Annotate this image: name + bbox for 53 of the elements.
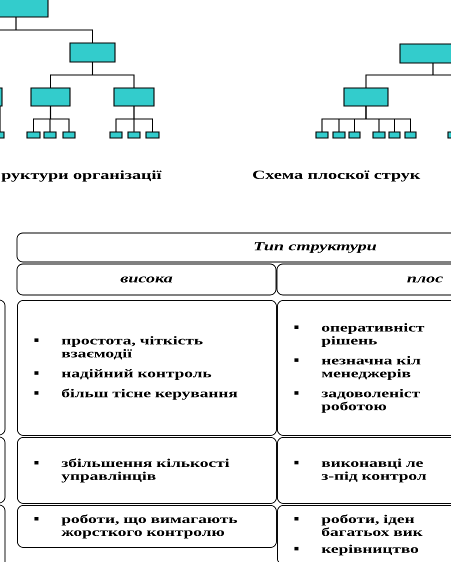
bullet-item: надійний контроль: [34, 368, 212, 380]
bullet-item: роботи, що вимагають жорсткого контролю: [34, 514, 238, 538]
bullet-item: незначна кіл менеджерів: [294, 356, 420, 380]
org-chart-box: [0, 131, 5, 139]
bullet-item: простота, чіткість взаємодії: [34, 336, 203, 360]
table-cell: [17, 300, 277, 436]
table-cell: [17, 437, 277, 504]
connector-line: [365, 106, 412, 132]
org-chart-box: [404, 131, 417, 139]
bullet-item: оперативніст рішень: [294, 323, 424, 347]
header-cell: плос: [276, 264, 451, 296]
org-chart-box: [332, 131, 346, 139]
table-cell: [0, 300, 6, 436]
bullet-item: задоволеніст роботою: [294, 388, 420, 413]
org-chart-box: [447, 131, 451, 139]
header-cell: Тип структури: [16, 232, 451, 262]
org-chart-box: [399, 43, 451, 64]
org-chart-box: [145, 131, 160, 139]
caption: Схема плоскої струк: [253, 170, 420, 182]
table-cell: [0, 436, 6, 504]
caption: руктури організації: [1, 170, 162, 182]
org-chart-box: [26, 131, 41, 139]
org-chart-box: [0, 0, 49, 18]
table-cell: [0, 504, 6, 562]
org-chart-box: [388, 131, 401, 139]
org-chart-box: [113, 87, 155, 107]
connector-line: [0, 106, 1, 132]
org-chart-box: [315, 131, 329, 139]
header-cell: висока: [16, 264, 276, 296]
connector-line: [50, 106, 70, 132]
org-chart-box: [109, 131, 123, 139]
org-chart-box: [127, 131, 141, 139]
connector-line: [92, 62, 135, 88]
bullet-item: роботи, іден багатьох вик: [294, 514, 423, 536]
bullet-item: керівництво: [294, 544, 418, 556]
bullet-item: збільшення кількості управлінців: [34, 458, 230, 482]
org-chart-box: [43, 131, 57, 139]
connector-line: [365, 64, 434, 88]
bullet-item: виконавці ле з-під контрол: [294, 458, 426, 482]
bullet-item: більш тісне керування: [34, 388, 238, 400]
org-chart-box: [0, 87, 3, 107]
org-chart-box: [372, 131, 386, 139]
org-chart-box: [343, 87, 389, 107]
table-cell: [17, 505, 277, 548]
org-chart-box: [62, 131, 76, 139]
table-cell: [277, 300, 451, 436]
connector-line: [133, 106, 154, 132]
org-chart-box: [348, 131, 361, 139]
org-chart-box: [69, 42, 116, 63]
connector-line: [15, 18, 94, 42]
org-chart-box: [30, 87, 71, 107]
table-cell: [277, 437, 451, 504]
table-cell: [277, 505, 451, 562]
